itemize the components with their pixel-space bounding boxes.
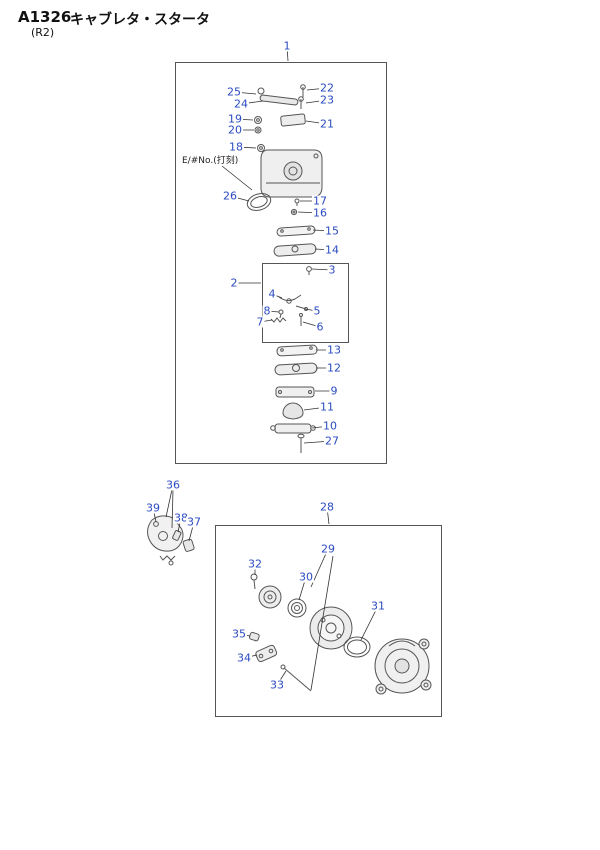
page-revision: (R2) <box>31 26 55 39</box>
leader-line-37 <box>188 521 195 542</box>
part-callout-1: 1 <box>282 39 292 53</box>
page-title: キャブレタ・スタータ <box>70 12 210 28</box>
carburetor-group-box <box>175 62 387 464</box>
starter-group-box <box>215 525 442 717</box>
leader-line-39 <box>152 507 157 523</box>
part-callout-39: 39 <box>145 501 161 515</box>
leader-line-36 <box>165 484 174 518</box>
page-code: A1326 <box>18 8 72 26</box>
leader-line-38 <box>177 517 182 533</box>
engine-number-note: E/#No.(打刻) <box>181 153 240 166</box>
part-callout-37: 37 <box>186 515 202 529</box>
part-callout-38: 38 <box>173 511 189 525</box>
part-callout-36: 36 <box>165 478 181 492</box>
leader-line-28 <box>326 506 330 525</box>
leader-line-1 <box>286 45 289 62</box>
metering-parts-box <box>262 263 349 343</box>
pawl-assembly-sketch <box>147 489 195 566</box>
part-callout-28: 28 <box>319 500 335 514</box>
